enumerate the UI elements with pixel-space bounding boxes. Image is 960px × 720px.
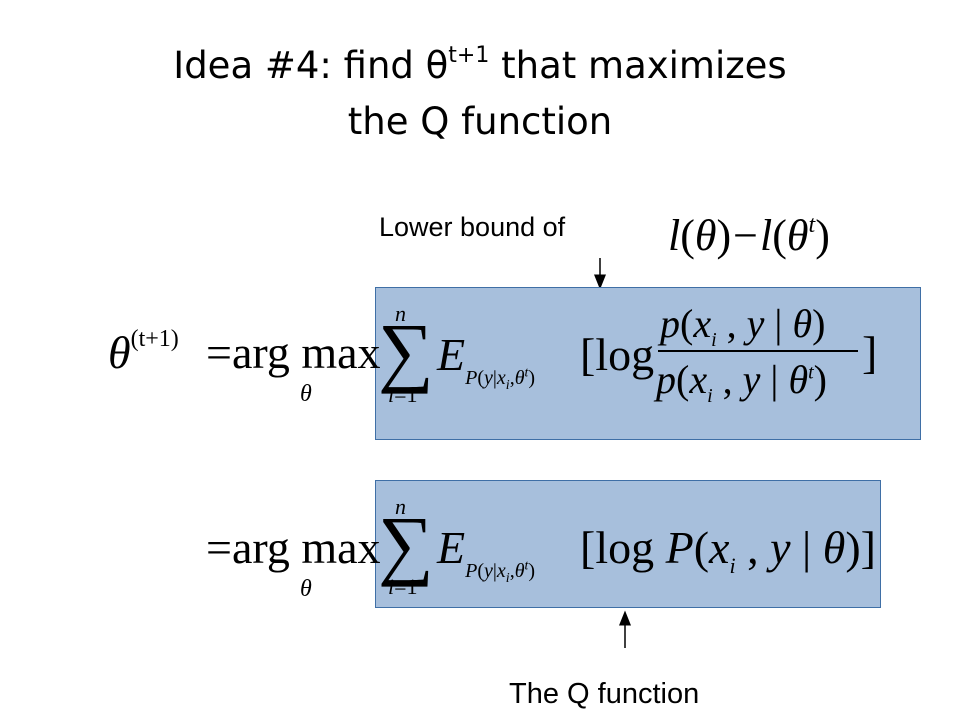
eq1-sum-sign: ∑: [378, 307, 434, 394]
eq1-sum-lower: i=1: [388, 382, 418, 407]
title-suffix: that maximizes: [489, 44, 787, 87]
eq2-sum-lower: i=1: [388, 574, 418, 599]
eq1-fraction-bar: [658, 350, 858, 352]
title-line-1: Idea #4: find θt+1 that maximizes: [0, 38, 960, 94]
eq1-argmax-text: arg max: [231, 327, 381, 378]
q-function-label: The Q function: [509, 678, 700, 710]
eq2-log-expression: [log P(xi , y | θ)]: [580, 522, 876, 579]
slide-title: Idea #4: find θt+1 that maximizes the Q …: [0, 38, 960, 150]
title-line-2: the Q function: [347, 100, 613, 143]
eq1-expectation: EP(y|xi,θt): [437, 329, 536, 393]
eq1-close-bracket: ]: [862, 327, 878, 378]
eq2-argmax: =arg max: [206, 525, 381, 571]
eq2-expectation: EP(y|xi,θt): [437, 522, 536, 586]
lower-bound-label: Lower bound of: [379, 212, 566, 242]
eq1-log: [log: [580, 329, 655, 380]
lhs-sup: (t+1): [130, 326, 179, 352]
eq1-equals: =: [206, 327, 232, 378]
title-prefix: Idea #4: find θ: [173, 44, 449, 87]
eq2-argmax-sub: θ: [300, 576, 312, 602]
eq2-sum-sign: ∑: [378, 500, 434, 587]
eq1-sum-upper: n: [395, 301, 406, 326]
eq2-sum-upper: n: [395, 494, 406, 519]
eq1-argmax-sub: θ: [300, 381, 312, 407]
eq1-argmax: =arg max: [206, 330, 381, 376]
eq2-argmax-text: arg max: [231, 522, 381, 573]
q-function-box: [375, 480, 881, 608]
lower-bound-box: [375, 287, 921, 440]
eq2-equals: =: [206, 522, 232, 573]
title-sup: t+1: [448, 43, 490, 68]
eq1-denominator: p(xi , y | θt): [656, 357, 827, 407]
lower-bound-expression: l(θ)−l(θt): [668, 211, 830, 260]
eq1-numerator: p(xi , y | θ): [660, 301, 826, 351]
lhs-theta: θ(t+1): [108, 326, 179, 378]
